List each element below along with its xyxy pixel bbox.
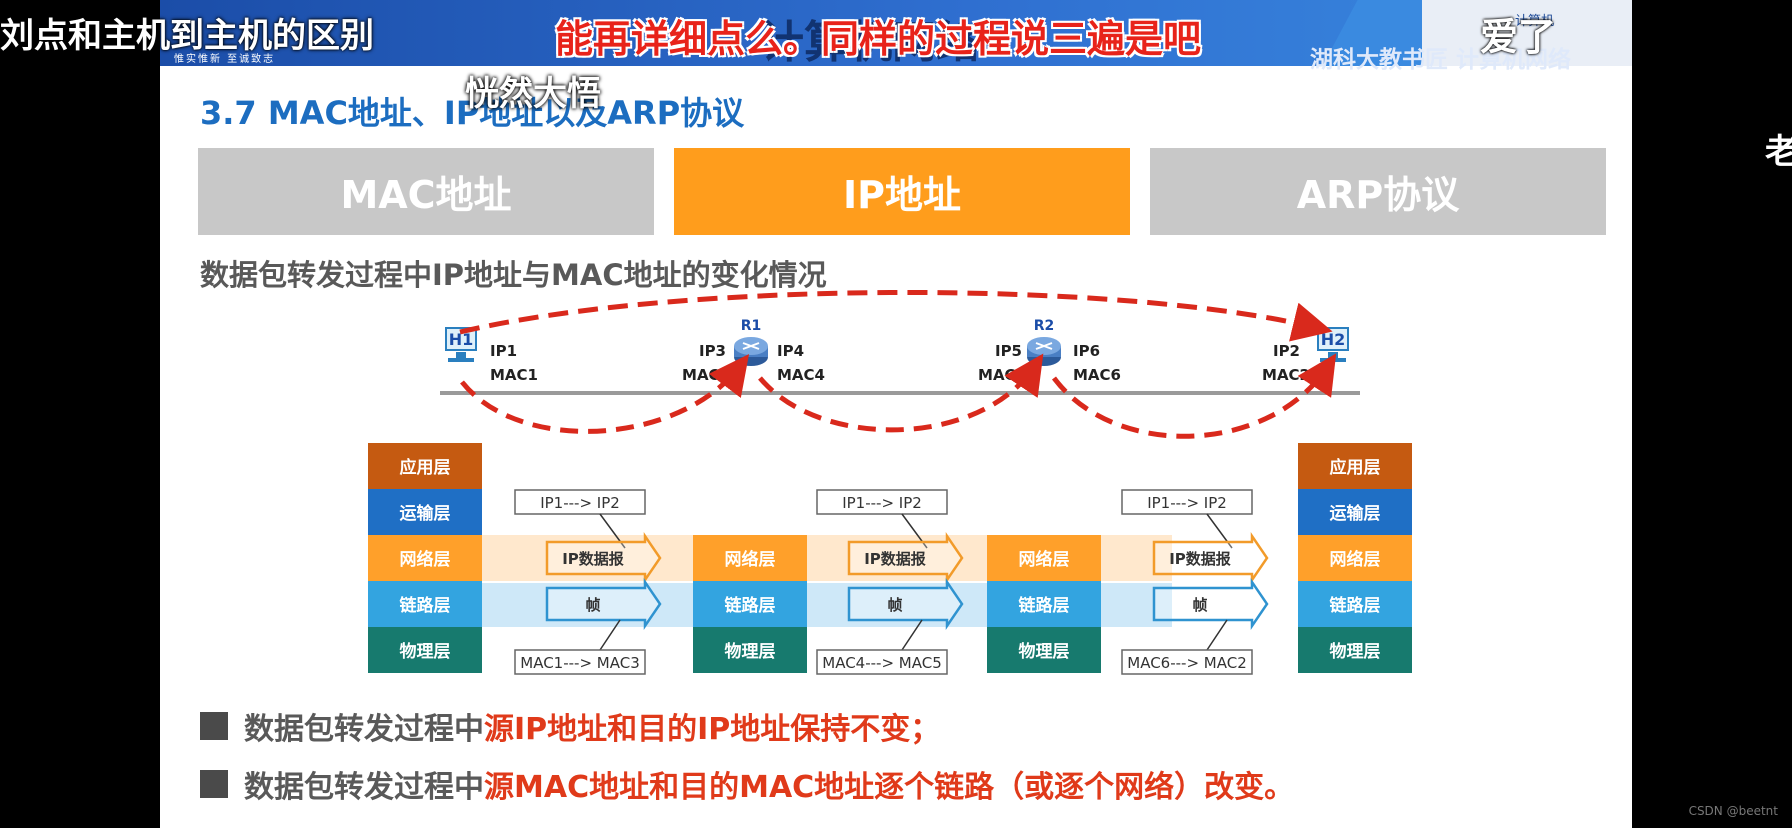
router-r1: R1 [734,318,768,366]
hop2-arc [758,353,1044,433]
bullet-ip-unchanged: 数据包转发过程中 源IP地址和目的IP地址保持不变； [200,704,940,748]
left-stack-app [368,443,482,489]
right-stack-network [1298,535,1412,581]
banner-corner-text: 计算机 [1515,14,1555,29]
host-h2: H2 [1317,327,1349,362]
danmaku-top-right: 爱了 [1480,15,1557,59]
r2-stack-link-label: 链路层 [1019,595,1070,616]
h2-mac: MAC2 [1262,366,1310,384]
host-h1: H1 [445,327,477,362]
right-stack-network-label: 网络层 [1330,549,1381,570]
left-stack-link [368,581,482,627]
banner-background-title: 计算机网络 [760,17,980,68]
h1-mac: MAC1 [490,366,538,384]
tab-arp-protocol[interactable]: ARP协议 [1150,148,1606,235]
danmaku-top: 能再详细点么。同样的过程说三遍是吧 [555,17,1202,61]
r2-stack-link [987,581,1101,627]
r2-right-ip: IP6 [1073,342,1100,360]
hop2-mac-header: MAC4---> MAC5 [822,654,942,672]
r2-left-ip: IP5 [995,342,1022,360]
university-motto: 惟实惟新 至诚致志 [174,54,276,65]
r1-left-ip: IP3 [699,342,726,360]
r1-stack-network [693,535,807,581]
h1-ip: IP1 [490,342,517,360]
tab-mac-address[interactable]: MAC地址 [198,148,654,235]
r1-stack-physical-label: 物理层 [725,641,776,662]
right-stack-physical [1298,627,1412,673]
hop2-frame-label: 帧 [887,596,902,614]
hop1-mac-header: MAC1---> MAC3 [520,654,640,672]
h1-label: H1 [449,330,474,349]
r2-right-mac: MAC6 [1073,366,1121,384]
left-stack-network [368,535,482,581]
banner-light-panel [1422,0,1632,66]
hop1-frame-label: 帧 [585,596,600,614]
left-stack-link-label: 链路层 [400,595,451,616]
hop3-packet-label: IP数据报 [1169,550,1231,568]
left-stack-physical-label: 物理层 [400,641,451,662]
right-stack-link-label: 链路层 [1330,595,1381,616]
hop3-mac-header: MAC6---> MAC2 [1127,654,1247,672]
hop2-ip-header: IP1---> IP2 [842,494,922,512]
hop1-arc [460,354,750,434]
danmaku-right-edge: 老 [1765,132,1792,172]
r1-stack-link [693,581,807,627]
r2-stack-network [987,535,1101,581]
hop1-packet-label: IP数据报 [562,550,624,568]
hop2-packet-label: IP数据报 [864,550,926,568]
r1-stack-link-label: 链路层 [725,595,776,616]
right-stack-transport [1298,489,1412,535]
course-name: 湖科大教书匠 计算机网络 [1310,47,1572,73]
r2-label: R2 [1034,318,1055,334]
r2-stack-physical-label: 物理层 [1019,641,1070,662]
router-r2: R2 [1027,318,1061,366]
hop3-arc [1051,353,1337,439]
forwarding-diagram: H1 H2 R1 R2 IP1 MAC1 IP3 [368,290,1412,675]
bullet-1-prefix: 数据包转发过程中 [244,712,484,747]
hop1-ip-header: IP1---> IP2 [540,494,620,512]
csdn-watermark: CSDN @beetnt [1688,804,1778,818]
danmaku-left: 刘点和主机到主机的区别 [0,16,374,56]
slide: 计算机网络 惟实惟新 至诚致志 湖科大教书匠 计算机网络 计算机 3.7 MAC… [160,0,1632,828]
right-stack-app [1298,443,1412,489]
right-stack-transport-label: 运输层 [1330,503,1381,524]
left-stack-network-label: 网络层 [400,549,451,570]
hop3-annotations: IP1---> IP2 IP数据报 帧 MAC6---> MAC2 [1121,489,1269,675]
bullet-square-icon [200,770,228,798]
right-stack-link [1298,581,1412,627]
h2-ip: IP2 [1273,342,1300,360]
right-stack-app-label: 应用层 [1330,457,1381,478]
danmaku-mid: 恍然大悟 [465,74,601,114]
r1-label: R1 [741,318,762,334]
r2-stack-physical [987,627,1101,673]
left-stack-app-label: 应用层 [400,457,451,478]
bullet-2-prefix: 数据包转发过程中 [244,770,484,805]
bullet-square-icon [200,712,228,740]
r1-right-mac: MAC4 [777,366,825,384]
r2-left-mac: MAC5 [978,366,1026,384]
hop3-ip-header: IP1---> IP2 [1147,494,1227,512]
hop1-annotations: IP1---> IP2 IP数据报 帧 MAC1---> MAC3 [514,489,662,675]
header-banner: 计算机网络 惟实惟新 至诚致志 湖科大教书匠 计算机网络 计算机 [160,0,1632,73]
r2-stack-network-label: 网络层 [1019,549,1070,570]
subheading: 数据包转发过程中IP地址与MAC地址的变化情况 [200,258,827,292]
left-stack-transport-label: 运输层 [400,503,451,524]
tab-ip-address[interactable]: IP地址 [674,148,1130,235]
hop2-annotations: IP1---> IP2 IP数据报 帧 MAC4---> MAC5 [816,489,964,675]
hop3-frame-label: 帧 [1192,596,1207,614]
right-stack-physical-label: 物理层 [1330,641,1381,662]
section-title: 3.7 MAC地址、IP地址以及ARP协议 [200,94,745,132]
bullet-mac-changes: 数据包转发过程中 源MAC地址和目的MAC地址逐个链路（或逐个网络）改变。 [200,762,1294,806]
bullet-2-highlight: 源MAC地址和目的MAC地址逐个链路（或逐个网络）改变。 [484,770,1295,805]
r1-right-ip: IP4 [777,342,804,360]
bullet-1-highlight: 源IP地址和目的IP地址保持不变； [484,712,941,747]
left-stack-physical [368,627,482,673]
r1-stack-physical [693,627,807,673]
h2-label: H2 [1321,330,1346,349]
r1-stack-network-label: 网络层 [725,549,776,570]
left-stack-transport [368,489,482,535]
end-to-end-arc [459,290,1333,342]
